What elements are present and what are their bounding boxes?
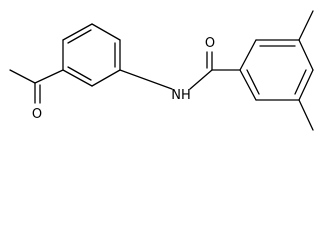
acetyl-group: [9, 69, 64, 104]
amide-linkage: [119, 51, 241, 90]
ring-bond: [239, 69, 257, 101]
acetyl-oxygen-label: O: [32, 107, 42, 122]
molecule-structure: O O NH: [9, 10, 314, 131]
structure-canvas: O O NH: [9, 10, 314, 131]
upper-methyl-bond: [298, 10, 314, 41]
ring-inner-double-bond: [294, 69, 307, 95]
ring-bond: [62, 69, 93, 87]
amide-nitrogen-label: NH: [171, 88, 191, 103]
acetyl-methyl-bond: [9, 69, 36, 84]
ring-inner-double-bond: [67, 29, 92, 44]
amide-oxygen-label: O: [205, 36, 215, 51]
acetyl-ring-bond: [34, 69, 64, 84]
ring-bond: [298, 39, 314, 71]
ring-inner-double-bond: [246, 69, 260, 95]
ring-nitrogen-bond: [119, 69, 173, 90]
ring-bond: [239, 39, 257, 71]
dimethylphenyl-ring: [239, 10, 314, 131]
ring-bond: [298, 69, 314, 101]
ring-bond: [91, 23, 121, 41]
ring-bond: [91, 69, 121, 87]
lower-methyl-bond: [298, 99, 314, 131]
nitrogen-carbonyl-bond: [189, 69, 213, 90]
ring-bond: [62, 23, 93, 41]
atom-labels: O O NH: [32, 36, 215, 122]
aniline-ring: [62, 23, 121, 87]
ring-inner-double-bond: [67, 66, 92, 81]
